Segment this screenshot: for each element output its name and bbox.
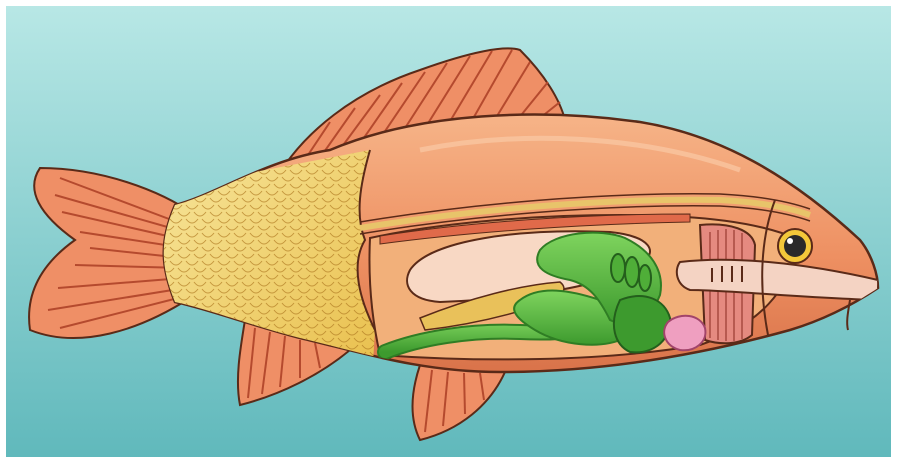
eye [778,229,812,263]
heart [664,316,705,351]
